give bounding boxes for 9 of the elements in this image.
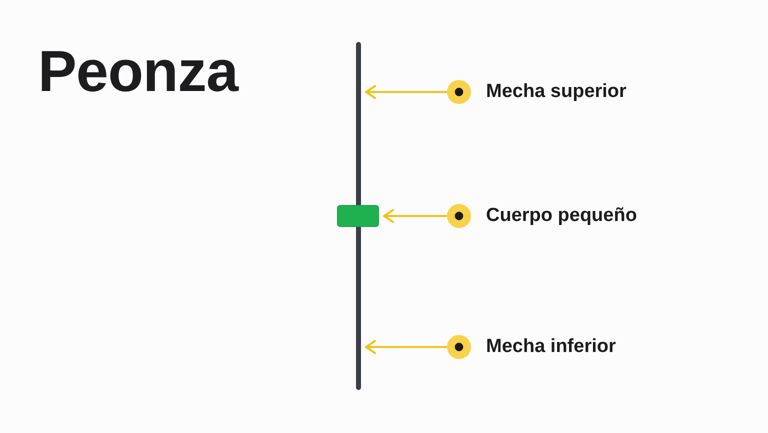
candle-body: [337, 205, 379, 227]
leader-arrow: [383, 209, 447, 223]
wick-line: [356, 42, 361, 205]
leader-arrow: [365, 340, 447, 354]
callout-label: Mecha superior: [486, 80, 626, 104]
leader-arrow: [365, 85, 447, 99]
callout-label: Mecha inferior: [486, 336, 616, 358]
callout-label: Cuerpo pequeño: [486, 204, 637, 228]
title: Peonza: [38, 40, 238, 104]
